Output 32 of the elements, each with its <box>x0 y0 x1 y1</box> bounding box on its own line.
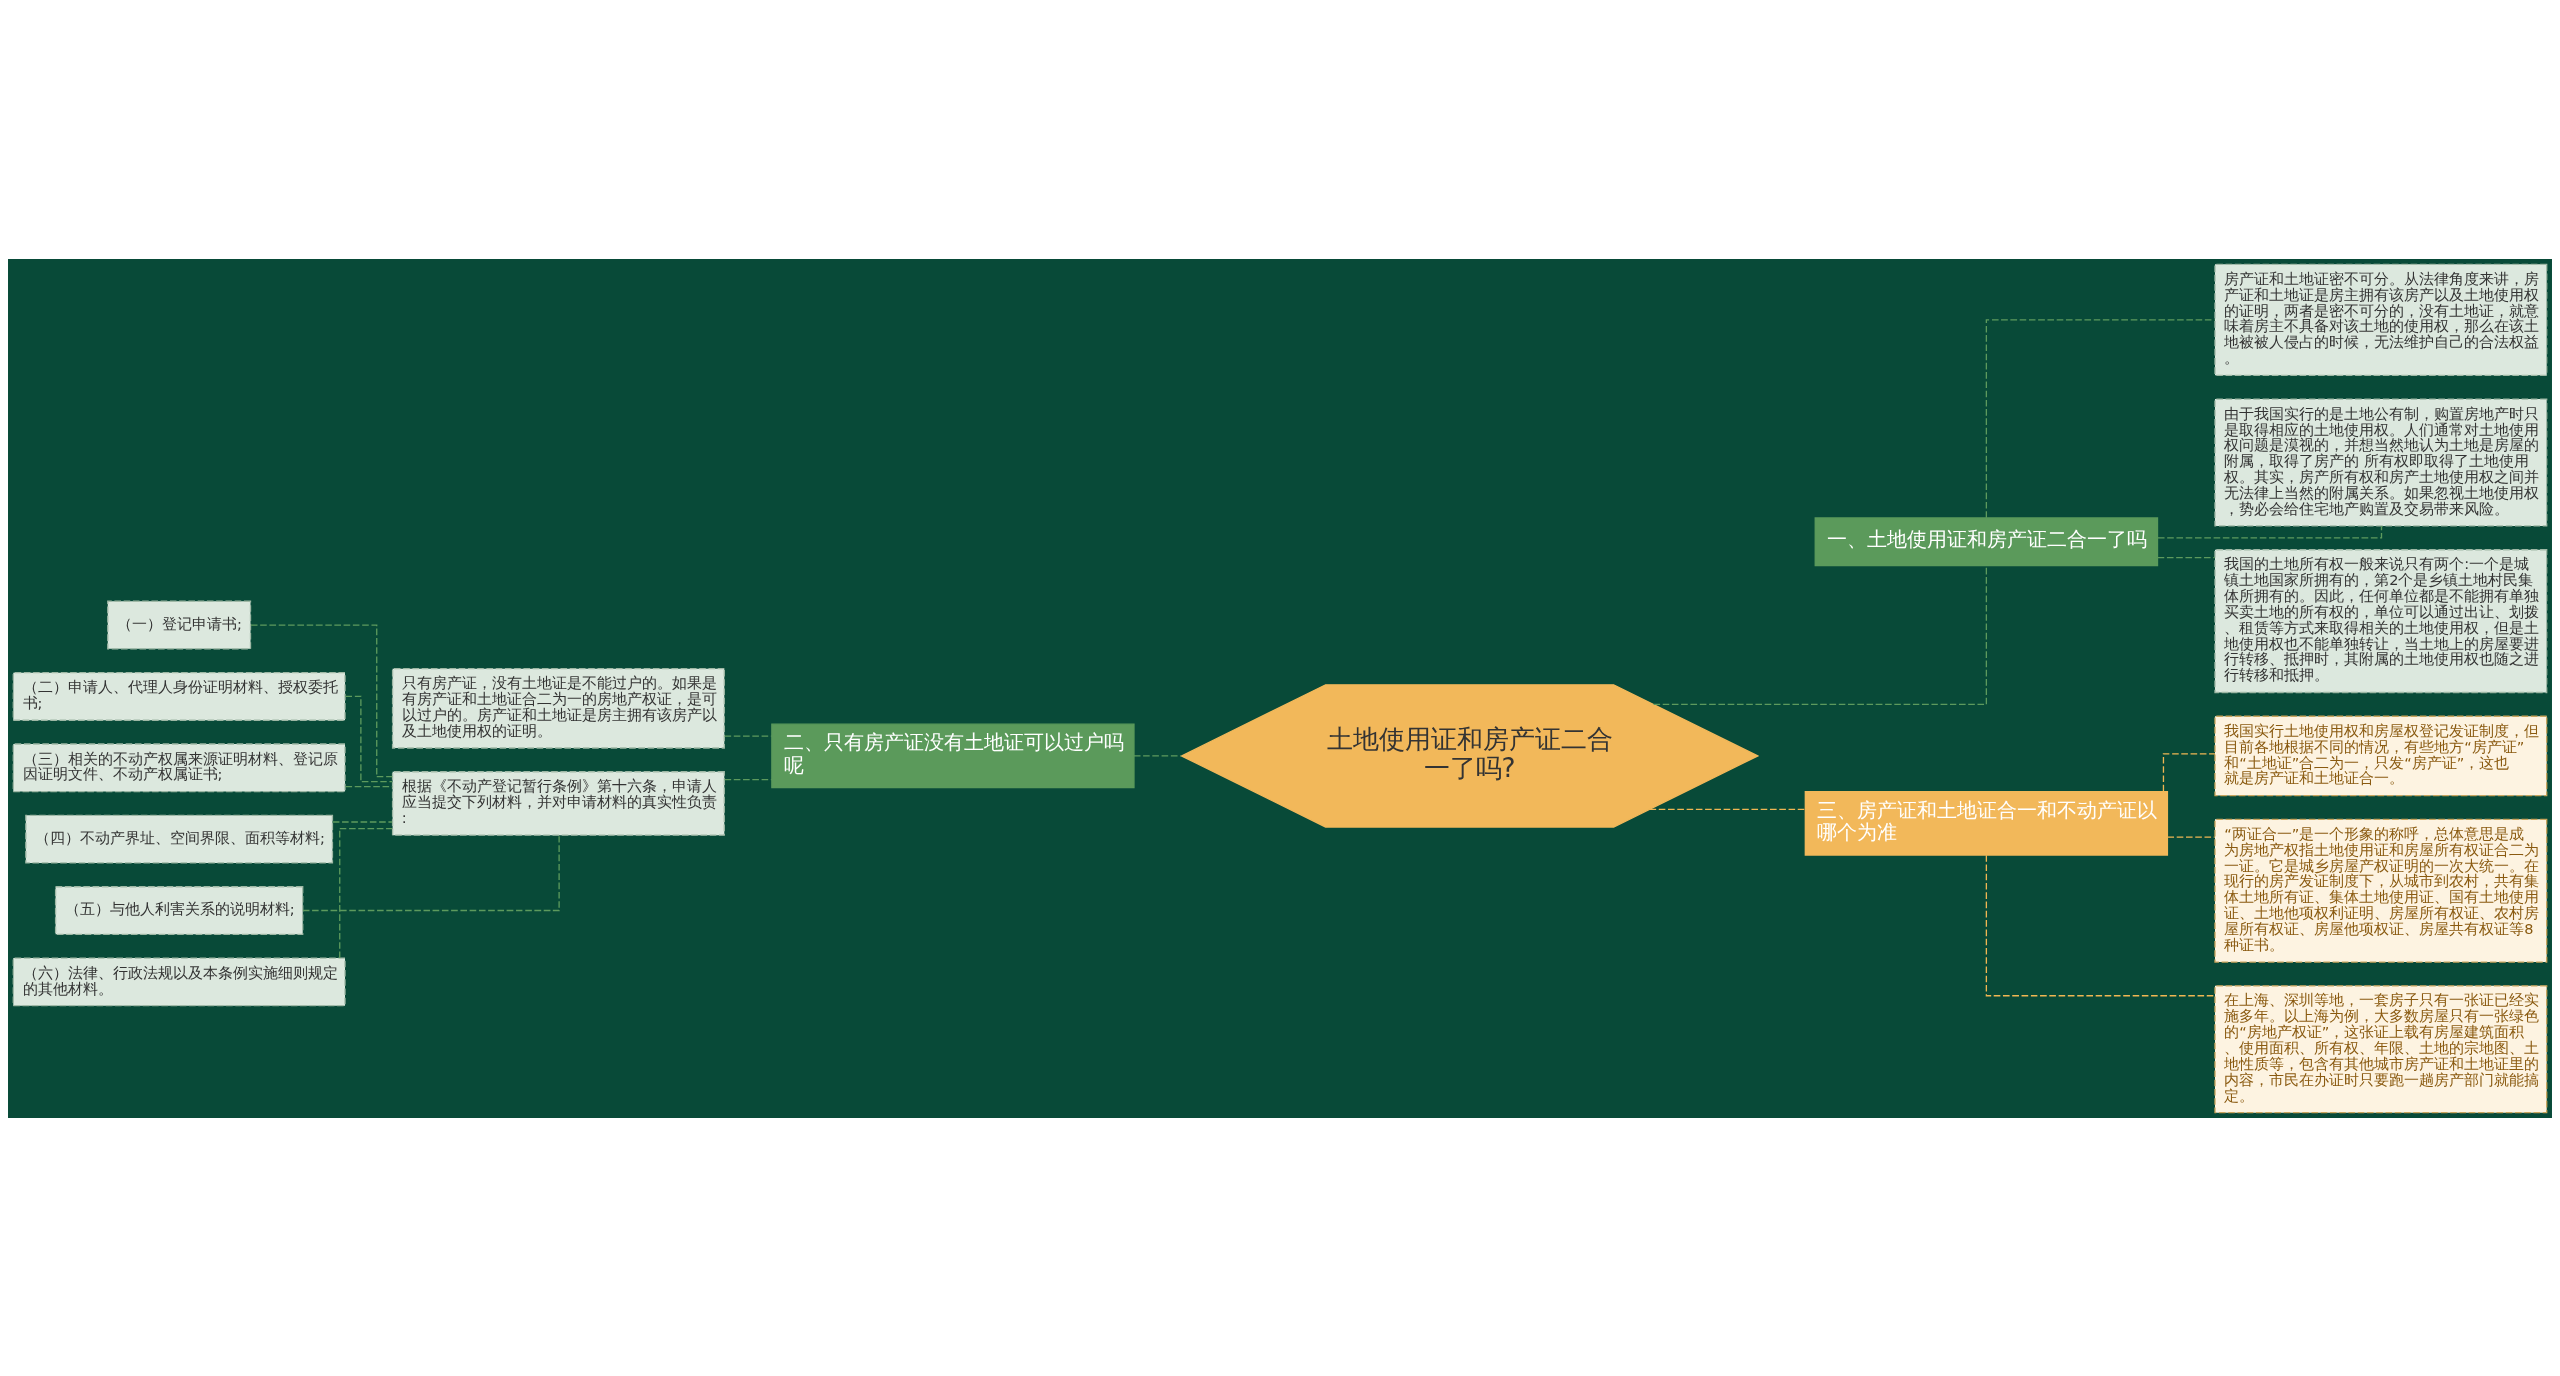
connector <box>1649 808 1806 810</box>
connector <box>1133 754 1182 757</box>
node-box: 一、土地使用证和房产证二合一了吗 <box>1814 516 2159 566</box>
node-box: 二、只有房产证没有土地证可以过户吗呢 <box>771 723 1135 788</box>
node-box: 三、房产证和土地证合一和不动产证以哪个为准 <box>1804 790 2169 856</box>
connector <box>723 778 773 780</box>
node-box: （四）不动产界址、空间界限、面积等材料; <box>25 814 334 864</box>
node-box: 由于我国实行的是土地公有制，购置房地产时只是取得相应的土地使用权。人们通常对土地使用权问题是漠视的，并想当然地认为土地是房屋的附属，取得了房产的 所有权即取得了土地使用权。其实，房产所有权和房产土地使用权之间并无法律上当然的附属关系。如果忽视土地使用权，势必会给住宅地产购置及交易带来风险。 <box>2214 397 2548 527</box>
connector <box>2166 836 2216 838</box>
node-box: 在上海、深圳等地，一套房子只有一张证已经实施多年。以上海为例，大多数房屋只有一张绿色的“房地产权证”，这张证上载有房屋建筑面积、使用面积、所有权、年限、土地的宗地图、土地性质等，包含有其他城市房产证和土地证里的内容，市民在办证时只要跑一趟房产部门就能搞定。 <box>2214 984 2548 1113</box>
node-box: （二）申请人、代理人身份证明材料、授权委托书; <box>12 671 346 721</box>
node-box: 根据《不动产登记暂行条例》第十六条，申请人应当提交下列材料，并对申请材料的真实性负责: <box>391 770 725 836</box>
connector <box>332 820 393 823</box>
connector <box>339 827 393 959</box>
connector <box>2162 752 2216 792</box>
node-box: （三）相关的不动产权属来源证明材料、登记原因证明文件、不动产权属证书; <box>12 742 346 792</box>
node-box: “两证合一”是一个形象的称呼，总体意思是成为房地产权指土地使用证和房屋所有权证合二为一证。它是城乡房屋产权证明的一次大统一。在现行的房产发证制度下，从城市到农村，共有集体土地所有证、集体土地使用证、国有土地使用证、土地他项权利证明、房屋所有权证、农村房屋所有权证、房屋他项权证、房屋共有权证等8种证书。 <box>2214 818 2548 963</box>
connector <box>2157 556 2216 558</box>
node-box: 我国的土地所有权一般来说只有两个:一个是城镇土地国家所拥有的，第2个是乡镇土地村民集体所拥有的。因此，任何单位都是不能拥有单独买卖土地的所有权的，单位可以通过出让、划拨、租赁等方式来取得相关的土地使用权，但是土地使用权也不能单独转让，当土地上的房屋要进行转移、抵押时，其附属的土地使用权也随之进行转移和抵押。 <box>2214 548 2548 693</box>
connector <box>1985 318 2216 518</box>
connector <box>344 695 393 782</box>
node-box: （五）与他人利害关系的说明材料; <box>54 885 304 935</box>
connector <box>1985 854 2216 996</box>
node-box: 房产证和土地证密不可分。从法律角度来讲，房产证和土地证是房主拥有该房产以及土地使用权的证明，两者是密不可分的，没有土地证，就意味着房主不具备对该土地的使用权，那么在该土地被被人侵占的时候，无法维护自己的合法权益。 <box>2214 263 2548 376</box>
node-box: （六）法律、行政法规以及本条例实施细则规定的其他材料。 <box>12 956 346 1006</box>
node-box: （一）登记申请书; <box>107 600 252 649</box>
connector <box>2157 524 2383 538</box>
connector <box>723 734 773 737</box>
node-box: 只有房产证，没有土地证是不能过户的。如果是有房产证和土地证合二为一的房地产权证，是可以过户的。房产证和土地证是房主拥有该房产以及土地使用权的证明。 <box>391 667 725 749</box>
connector <box>302 834 560 911</box>
node-box: 我国实行土地使用权和房屋权登记发证制度，但目前各地根据不同的情况，有些地方“房产证”和“土地证”合二为一，只发“房产证”，这也就是房产证和土地证合一。 <box>2214 715 2548 796</box>
connector <box>250 623 393 777</box>
